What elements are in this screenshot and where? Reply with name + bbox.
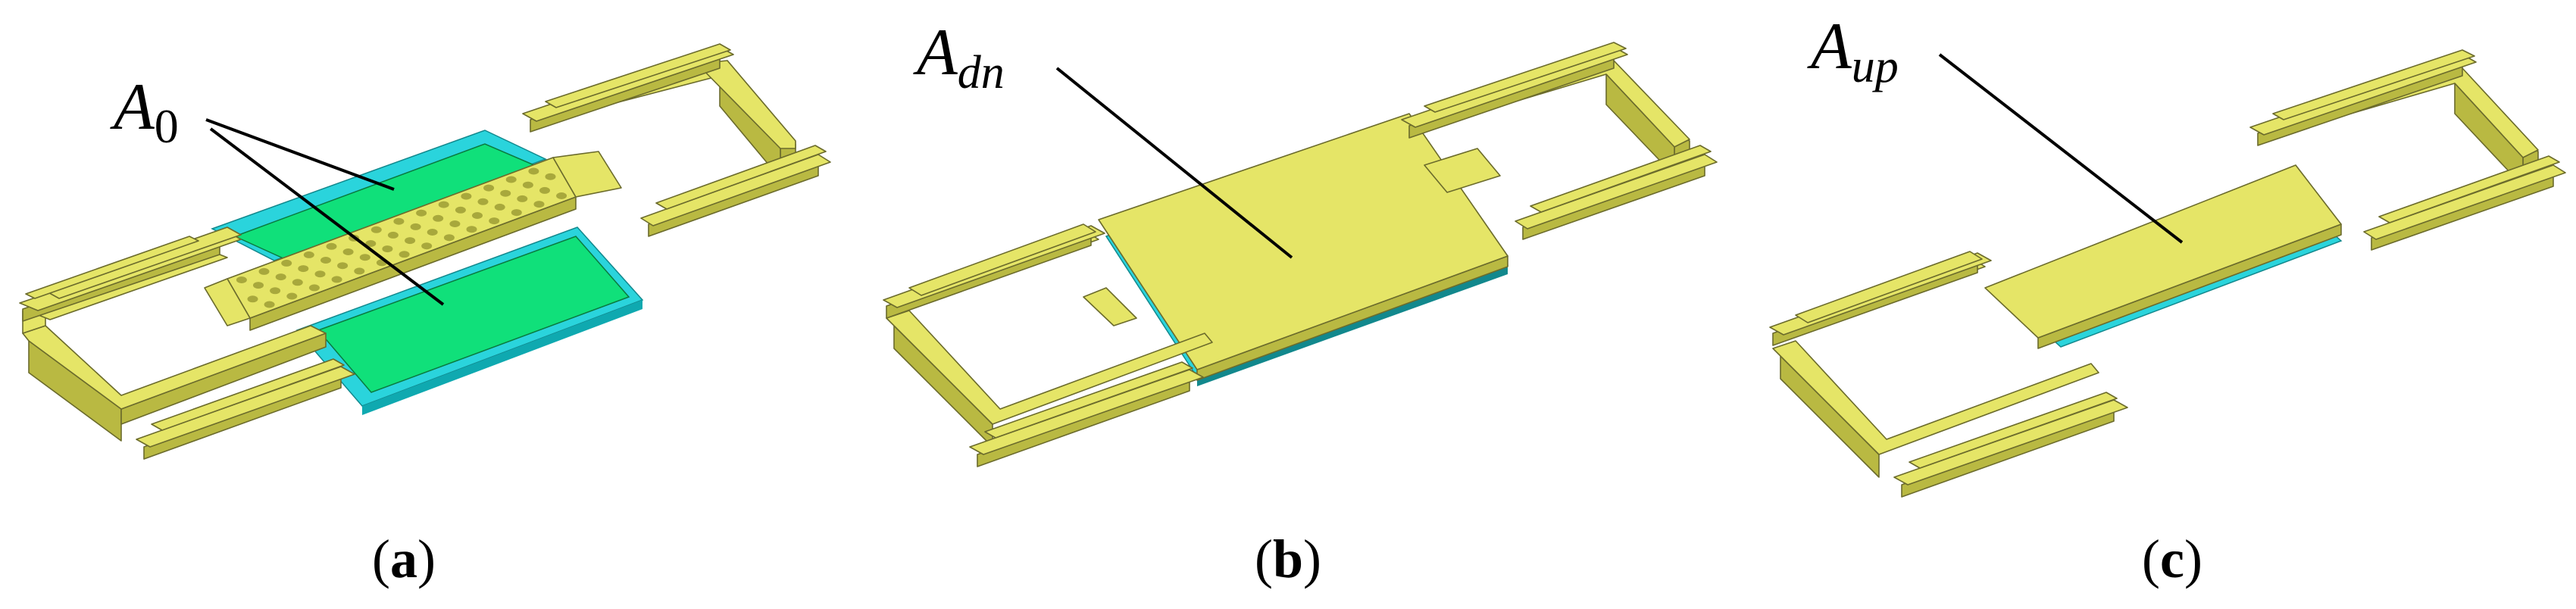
perforation-hole (258, 267, 270, 275)
perforation-hole (511, 209, 522, 217)
perforation-hole (354, 267, 365, 275)
perforation-hole (253, 282, 264, 289)
perforation-hole (472, 212, 483, 219)
perforation-hole (533, 201, 545, 208)
perforation-hole (427, 229, 438, 236)
perforation-hole (399, 251, 410, 258)
panel-b (883, 42, 1718, 467)
perforation-hole (286, 292, 298, 300)
perforation-hole (545, 173, 556, 180)
area-label-adn: Adn (913, 16, 1005, 98)
perforation-hole (292, 279, 303, 286)
perforation-hole (370, 226, 382, 233)
perforation-hole (528, 167, 539, 175)
spring-left-c (1769, 251, 2128, 498)
plate-mass-b (1098, 113, 1508, 381)
perforation-hole (410, 223, 421, 230)
perforation-hole (387, 231, 399, 239)
perforation-hole (303, 251, 314, 258)
caption-a: (a) (372, 529, 436, 589)
spring-left-b (883, 223, 1204, 467)
perforation-hole (421, 242, 433, 250)
electrode-top (211, 130, 547, 261)
perforation-hole (314, 270, 326, 278)
caption-b: (b) (1255, 529, 1321, 589)
perforation-hole (433, 214, 444, 222)
beam-mass-c (1984, 164, 2342, 349)
perforation-hole (539, 186, 550, 194)
perforation-hole (281, 259, 292, 267)
perforation-hole (489, 217, 500, 225)
perforation-hole (270, 287, 281, 295)
panel-a (19, 43, 831, 460)
perforation-hole (308, 284, 320, 292)
perforation-hole (500, 189, 511, 197)
perforation-hole (443, 234, 455, 242)
perforation-hole (461, 192, 472, 200)
spring-right-a (522, 43, 831, 237)
perforation-hole (449, 220, 461, 227)
leader-line-aup (1938, 53, 2184, 244)
perforation-hole (438, 201, 449, 208)
connector-left-b (1083, 287, 1137, 326)
perforation-hole (337, 262, 349, 270)
area-label-a0: A0 (110, 70, 179, 153)
connector-right-b (1424, 148, 1501, 193)
spring-right-c (2249, 49, 2566, 251)
perforation-hole (483, 184, 495, 192)
area-label-a0-subscript: 0 (155, 99, 179, 153)
leader-line-a0-top (205, 118, 395, 191)
area-label-aup: Aup (1807, 10, 1899, 92)
perforation-hole (494, 203, 505, 211)
perforation-hole (416, 209, 427, 217)
perforation-hole (342, 248, 354, 255)
spring-left-a (19, 226, 355, 460)
perforation-hole (365, 240, 377, 247)
perforation-hole (382, 245, 393, 253)
perforation-hole (331, 276, 342, 283)
area-label-aup-subscript: up (1852, 41, 1899, 92)
perforation-hole (477, 198, 489, 205)
perforation-hole (236, 276, 247, 283)
perforation-hole (247, 295, 258, 303)
perforation-hole (393, 217, 405, 225)
caption-c: (c) (2142, 529, 2202, 589)
panel-c (1769, 49, 2566, 498)
perforation-hole (405, 237, 416, 245)
leader-line-adn (1055, 67, 1293, 259)
perforation-hole (320, 257, 331, 264)
perforation-hole (466, 226, 477, 233)
perforation-hole (326, 242, 337, 250)
leader-line-a0-bottom (209, 127, 445, 306)
perforation-hole (359, 254, 370, 261)
connector-left-a (204, 278, 251, 326)
perforation-hole (517, 195, 528, 202)
area-label-adn-subscript: dn (958, 47, 1005, 98)
connector-right-a (552, 151, 622, 198)
spring-right-b (1401, 42, 1718, 240)
perforation-hole (556, 192, 567, 199)
perforation-hole (264, 301, 275, 308)
perforation-hole (298, 265, 309, 273)
perforation-hole (455, 206, 466, 214)
electrode-bottom (295, 226, 644, 415)
perforation-hole (522, 181, 533, 189)
perforation-hole (275, 273, 286, 281)
perforation-hole (505, 176, 517, 183)
